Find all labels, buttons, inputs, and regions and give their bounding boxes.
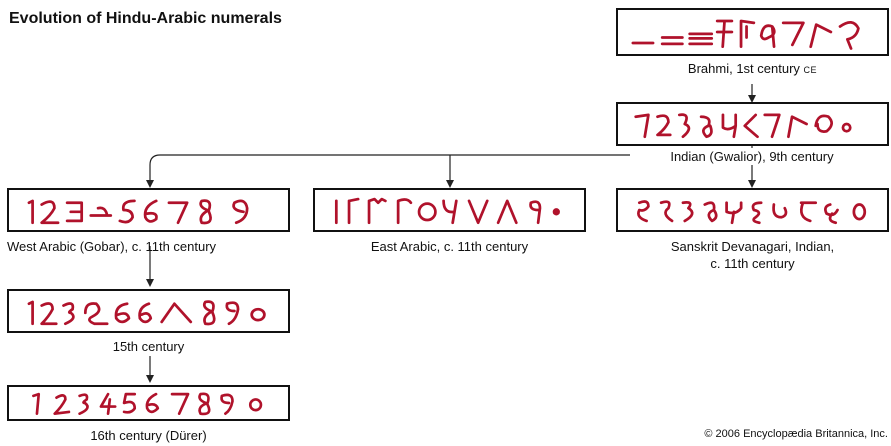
sanskrit-label: Sanskrit Devanagari, Indian, c. 11th cen… [616, 238, 889, 272]
gwalior-label: Indian (Gwalior), 9th century [632, 148, 872, 165]
diagram-title: Evolution of Hindu-Arabic numerals [9, 10, 282, 27]
east-arabic-numeral-glyphs [334, 197, 560, 225]
brahmi-numeral-glyphs [631, 19, 860, 50]
c15-numeral-glyphs [27, 300, 266, 326]
copyright-credit: © 2006 Encyclopædia Britannica, Inc. [704, 428, 888, 440]
c15-numerals-box [7, 289, 290, 333]
branch-line [149, 154, 630, 180]
durer-numerals-box [7, 385, 290, 421]
c15-label: 15th century [112, 339, 185, 354]
brahmi-label-text: Brahmi, 1st century [687, 61, 800, 76]
west-arabic-numerals-box [7, 188, 290, 232]
sanskrit-label-line1: Sanskrit Devanagari, Indian, [670, 239, 835, 254]
east-arabic-label: East Arabic, c. 11th century [370, 239, 529, 254]
sanskrit-numerals-box [616, 188, 889, 232]
sanskrit-label-line2: c. 11th century [710, 256, 795, 271]
durer-label: 16th century (Dürer) [90, 428, 207, 443]
east-arabic-numerals-box [313, 188, 586, 232]
sanskrit-numeral-glyphs [637, 200, 867, 225]
gwalior-numeral-glyphs [634, 113, 852, 139]
gwalior-numerals-box [616, 102, 889, 146]
brahmi-numerals-box [616, 8, 889, 56]
west-arabic-numeral-glyphs [27, 199, 249, 225]
brahmi-label: Brahmi, 1st century CE [616, 60, 889, 79]
west-arabic-label: West Arabic (Gobar), c. 11th century [7, 239, 217, 254]
brahmi-label-era: CE [803, 65, 818, 75]
durer-numeral-glyphs [32, 392, 263, 416]
